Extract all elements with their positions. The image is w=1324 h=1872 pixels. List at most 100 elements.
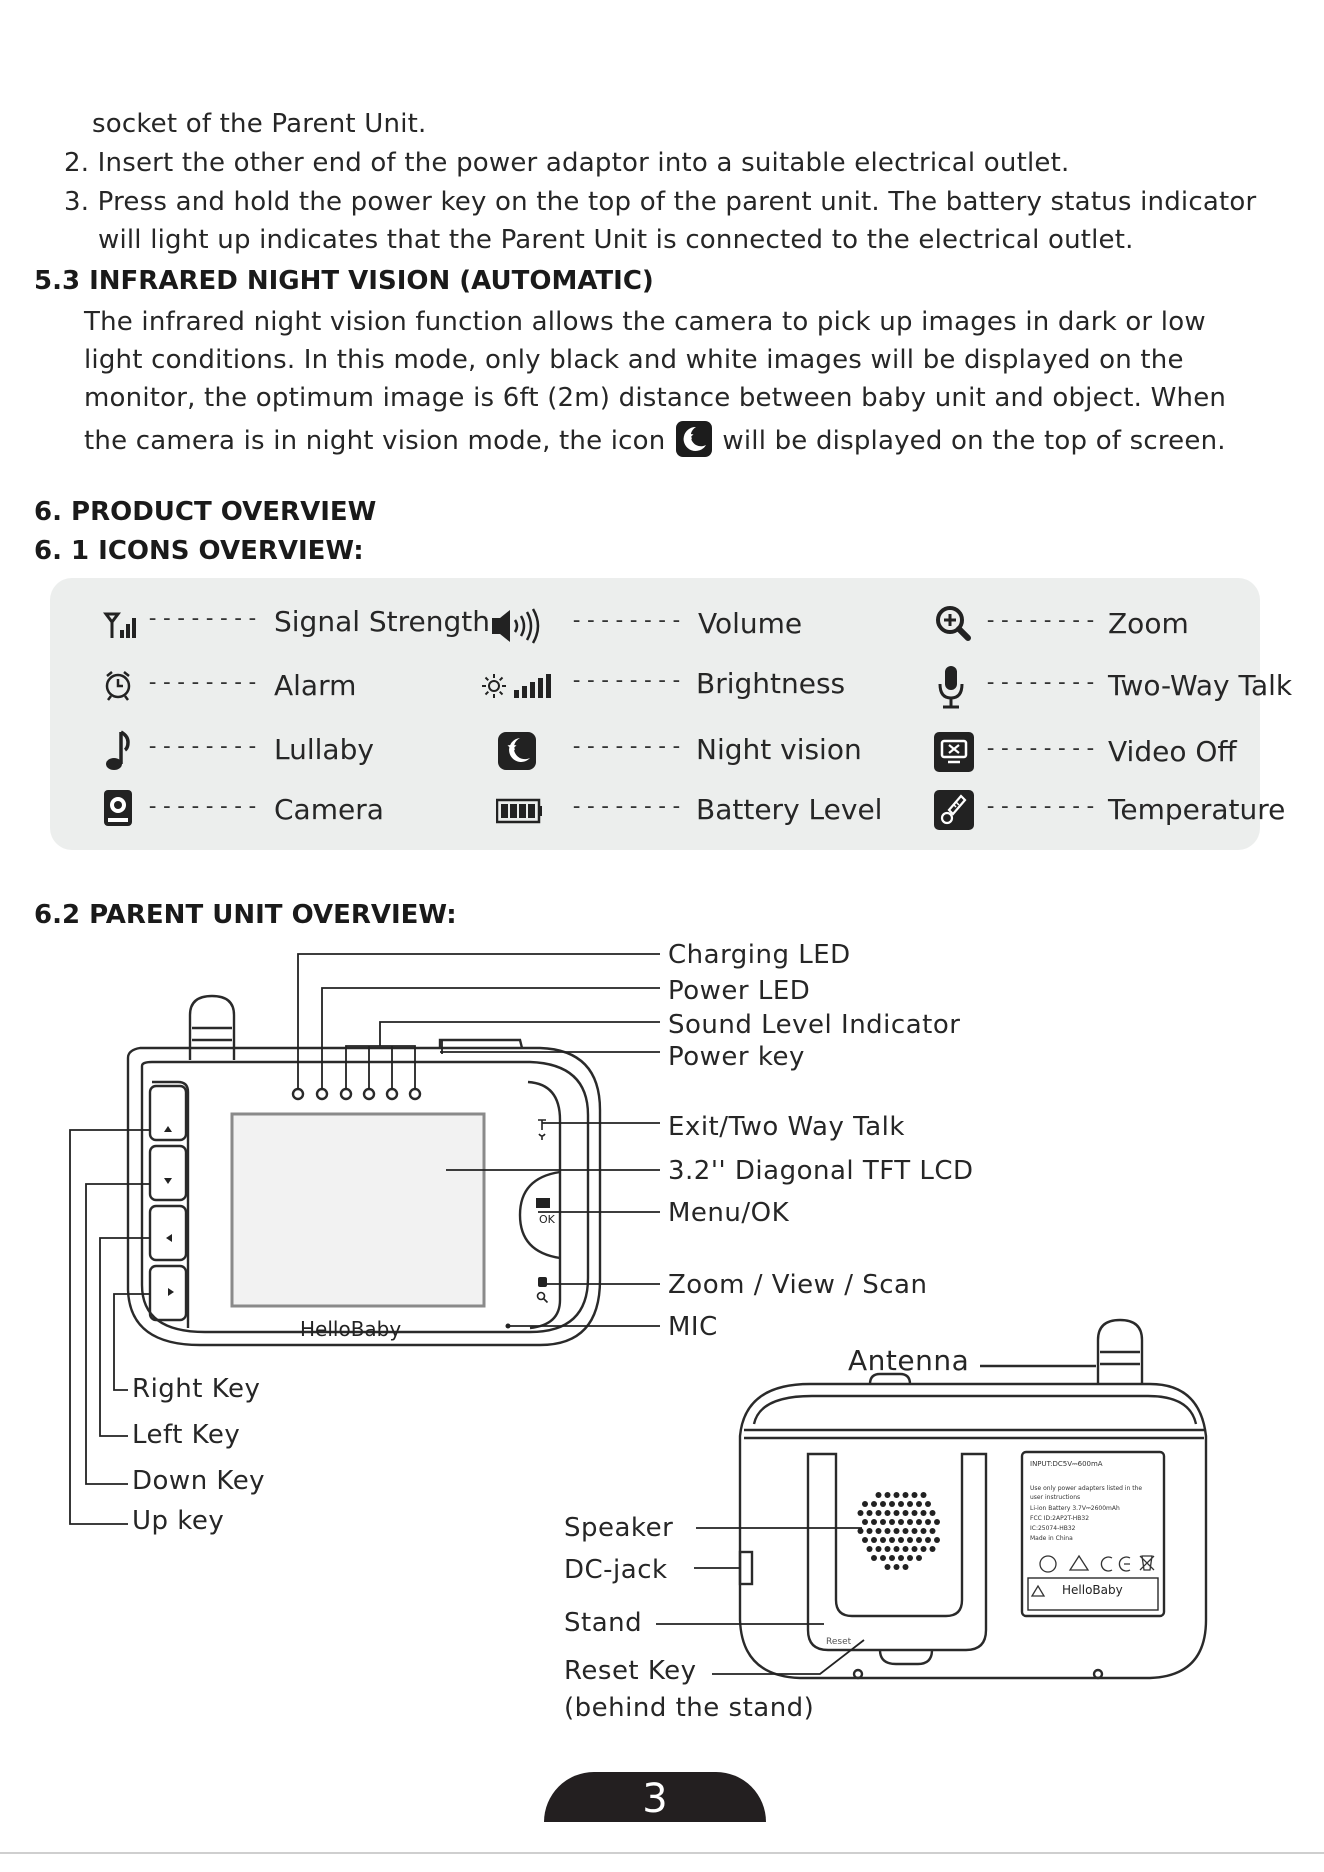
microphone-icon [938, 666, 964, 709]
icon-label: Alarm [274, 669, 357, 702]
speaker-hole [857, 1510, 864, 1516]
speaker-hole [898, 1519, 904, 1525]
video-off-icon [934, 732, 974, 772]
speaker-hole [880, 1555, 886, 1561]
speaker-hole [871, 1519, 877, 1525]
speaker-hole [898, 1501, 904, 1507]
battery-icon [496, 798, 542, 824]
menu-icon [536, 1198, 550, 1208]
alarm-icon [105, 671, 131, 701]
label-zoom-view: Zoom / View / Scan [668, 1270, 928, 1300]
lcd-screen [230, 1112, 486, 1308]
speaker-hole [889, 1501, 895, 1507]
section-heading-6-1: 6. 1 ICONS OVERVIEW: [34, 536, 364, 566]
dash-leader: -------- [570, 608, 684, 633]
label-reset-key: Reset Key [564, 1656, 697, 1686]
label-text: INPUT:DC5V⎓600mA [1030, 1460, 1103, 1468]
label-stand: Stand [564, 1608, 643, 1638]
speaker-grille [857, 1492, 940, 1570]
power-key [438, 1038, 524, 1049]
icon-label: Volume [698, 607, 803, 640]
page-number-tab: 3 [544, 1772, 766, 1822]
recycle-mark-icon [1068, 1554, 1090, 1571]
paragraph-text: will be displayed on the top of screen. [722, 426, 1226, 456]
speaker-hole [916, 1519, 922, 1525]
label-lcd: 3.2'' Diagonal TFT LCD [668, 1156, 974, 1186]
label-text: user instructions [1030, 1494, 1080, 1501]
speaker-hole [893, 1564, 900, 1570]
left-key [148, 1204, 188, 1262]
speaker-hole [911, 1492, 918, 1498]
speaker-hole [871, 1555, 877, 1561]
ok-text: OK [539, 1213, 556, 1226]
speaker-hole [902, 1528, 909, 1534]
right-arrow-icon [168, 1288, 174, 1296]
speaker-hole [907, 1537, 913, 1543]
music-note-icon [106, 730, 130, 770]
front-brand: HelloBaby [300, 1317, 401, 1341]
label-text: IC:25074-HB32 [1030, 1525, 1076, 1532]
label-mic: MIC [668, 1312, 718, 1342]
speaker-hole [916, 1501, 922, 1507]
down-arrow-icon [164, 1178, 172, 1184]
speaker-hole [880, 1519, 886, 1525]
label-power-key: Power key [668, 1042, 805, 1072]
dash-leader: -------- [570, 668, 684, 693]
icon-entry-alarm: -------- Alarm [102, 664, 422, 714]
led [385, 1087, 399, 1101]
speaker-hole [929, 1510, 936, 1516]
speaker-hole [893, 1546, 900, 1552]
icon-entry-zoom: -------- Zoom [934, 602, 1234, 652]
speaker-hole [920, 1510, 927, 1516]
parent-unit-diagram: OK HelloBaby [69, 953, 1208, 1680]
speaker-hole [889, 1537, 895, 1543]
section-heading-6: 6. PRODUCT OVERVIEW [34, 497, 377, 527]
product-label [1020, 1450, 1166, 1618]
speaker-hole [875, 1510, 882, 1516]
thermometer-icon [934, 790, 974, 830]
talk-icon [538, 1119, 546, 1140]
back-brand: HelloBaby [1062, 1583, 1123, 1597]
label-left-key: Left Key [132, 1420, 241, 1450]
paragraph-text: the camera is in night vision mode, the … [84, 426, 666, 456]
speaker-hole [898, 1555, 904, 1561]
dash-leader: -------- [984, 670, 1098, 695]
up-arrow-icon [164, 1126, 172, 1132]
speaker-hole [911, 1510, 918, 1516]
page-number: 3 [642, 1776, 668, 1822]
icons-overview-panel: -------- Signal Strength -------- Volume… [50, 578, 1292, 850]
label-menu-ok: Menu/OK [668, 1198, 790, 1228]
left-arrow-icon [166, 1234, 172, 1242]
label-reset-note: (behind the stand) [564, 1693, 815, 1723]
zoom-icon [536, 1291, 546, 1301]
speaker-hole [929, 1546, 936, 1552]
speaker-hole [893, 1492, 900, 1498]
front-antenna [188, 994, 236, 1060]
paragraph-line: light conditions. In this mode, only bla… [84, 345, 1184, 375]
icon-label: Lullaby [274, 733, 374, 766]
label-text: Made in China [1030, 1535, 1073, 1542]
dash-leader: -------- [570, 734, 684, 759]
dash-leader: -------- [146, 794, 260, 819]
icon-label: Zoom [1108, 607, 1189, 640]
label-text: FCC ID:2AP2T-HB32 [1030, 1515, 1089, 1522]
zoom-icon [936, 606, 971, 641]
led [339, 1087, 353, 1101]
back-body-outline [738, 1382, 1208, 1680]
speaker-hole [880, 1537, 886, 1543]
speaker-hole [902, 1546, 909, 1552]
label-down-key: Down Key [132, 1466, 266, 1496]
speaker-hole [920, 1546, 927, 1552]
dash-leader: -------- [146, 606, 260, 631]
back-antenna [1096, 1318, 1144, 1384]
label-charging-led: Charging LED [668, 940, 851, 970]
up-key [148, 1084, 188, 1142]
label-text: Li-ion Battery 3.7V⎓2600mAh [1030, 1505, 1120, 1512]
speaker-hole [925, 1519, 931, 1525]
warning-icon [1030, 1584, 1046, 1597]
icon-label: Signal Strength [274, 605, 491, 638]
speaker-hole [907, 1501, 913, 1507]
icon-entry-video-off: -------- Video Off [934, 730, 1244, 780]
ce-mark-icon [1100, 1556, 1131, 1572]
icon-entry-temperature: -------- Temperature [934, 788, 1285, 838]
